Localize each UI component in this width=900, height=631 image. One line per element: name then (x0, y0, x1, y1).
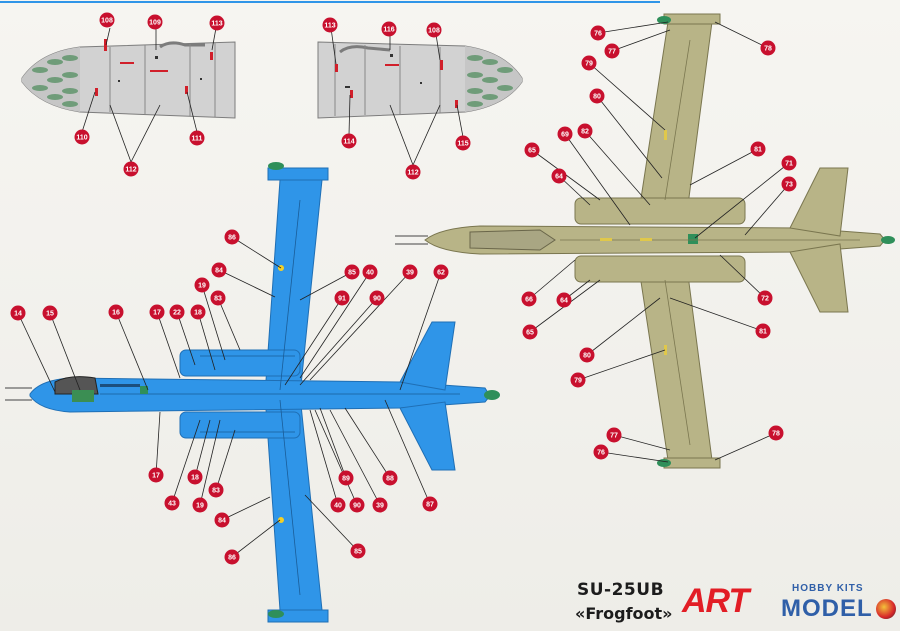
callout-number: 15 (46, 311, 54, 318)
callout-number: 88 (386, 476, 394, 483)
callout-number: 39 (376, 503, 384, 510)
callout-number: 82 (581, 129, 589, 136)
logo-badge-icon (876, 599, 896, 619)
callout-number: 108 (101, 18, 113, 25)
callout-number: 86 (228, 235, 236, 242)
callout-number: 112 (407, 170, 418, 177)
callout-number: 40 (334, 503, 342, 510)
callout-number: 66 (525, 297, 533, 304)
model-nickname: «Frogfoot» (575, 604, 673, 623)
callout-number: 72 (761, 296, 769, 303)
callout-number: 73 (785, 182, 793, 189)
callout-number: 69 (561, 132, 569, 139)
model-name: SU-25UB (577, 580, 665, 600)
callout-number: 84 (218, 518, 226, 525)
callout-number: 80 (583, 353, 591, 360)
callout-number: 81 (754, 147, 762, 154)
callout-number: 108 (428, 28, 440, 35)
callout-number: 78 (764, 46, 772, 53)
callout-number: 111 (192, 136, 203, 143)
callout-number: 110 (76, 135, 87, 142)
aircraft-blue-plan-view (5, 162, 500, 623)
callout-number: 78 (772, 431, 780, 438)
callout-number: 86 (228, 555, 236, 562)
callout-number: 71 (785, 161, 793, 168)
callout-number: 77 (608, 49, 616, 56)
callout-number: 17 (152, 473, 160, 480)
callout-numbers: 108 109 113 110 112 111 113 116 108 114 … (14, 18, 793, 562)
callout-number: 18 (191, 475, 199, 482)
callout-number: 79 (585, 61, 593, 68)
logo-art-text: ART (682, 582, 749, 620)
callout-number: 19 (196, 503, 204, 510)
callout-number: 65 (528, 148, 536, 155)
callout-number: 14 (14, 311, 22, 318)
callout-number: 76 (594, 31, 602, 38)
callout-number: 113 (324, 23, 335, 30)
fuel-tank-left (21, 39, 236, 119)
callout-number: 76 (597, 450, 605, 457)
callout-number: 91 (338, 296, 346, 303)
callout-number: 89 (342, 476, 350, 483)
callout-number: 87 (426, 502, 434, 509)
callout-number: 84 (215, 268, 223, 275)
art-model-logo: ART HOBBY KITS MODEL (676, 581, 896, 627)
logo-model-text: MODEL (781, 595, 873, 622)
callout-number: 81 (759, 329, 767, 336)
callout-number: 18 (194, 310, 202, 317)
callout-bubbles (10, 12, 797, 565)
callout-number: 116 (383, 27, 394, 34)
callout-number: 85 (354, 549, 362, 556)
callout-number: 112 (125, 167, 136, 174)
logo-hobby-kits-text: HOBBY KITS (792, 583, 864, 594)
callout-number: 17 (153, 310, 161, 317)
callout-number: 79 (574, 378, 582, 385)
callout-number: 80 (593, 94, 601, 101)
callout-number: 83 (212, 488, 220, 495)
callout-number: 65 (526, 330, 534, 337)
callout-number: 113 (211, 21, 222, 28)
callout-number: 83 (214, 296, 222, 303)
callout-number: 85 (348, 270, 356, 277)
fuel-tank-right (317, 41, 523, 119)
callout-number: 40 (366, 270, 374, 277)
callout-number: 115 (457, 141, 468, 148)
aircraft-tan-plan-view (395, 13, 895, 469)
callout-number: 77 (610, 433, 618, 440)
callout-number: 39 (406, 270, 414, 277)
callout-number: 90 (353, 503, 361, 510)
callout-number: 16 (112, 310, 120, 317)
callout-number: 43 (168, 501, 176, 508)
callout-number: 114 (343, 139, 354, 146)
callout-number: 109 (149, 20, 161, 27)
callout-number: 62 (437, 270, 445, 277)
callout-number: 90 (373, 296, 381, 303)
callout-number: 19 (198, 283, 206, 290)
callout-number: 22 (173, 310, 181, 317)
callout-number: 64 (560, 298, 568, 305)
callout-number: 64 (555, 174, 563, 181)
